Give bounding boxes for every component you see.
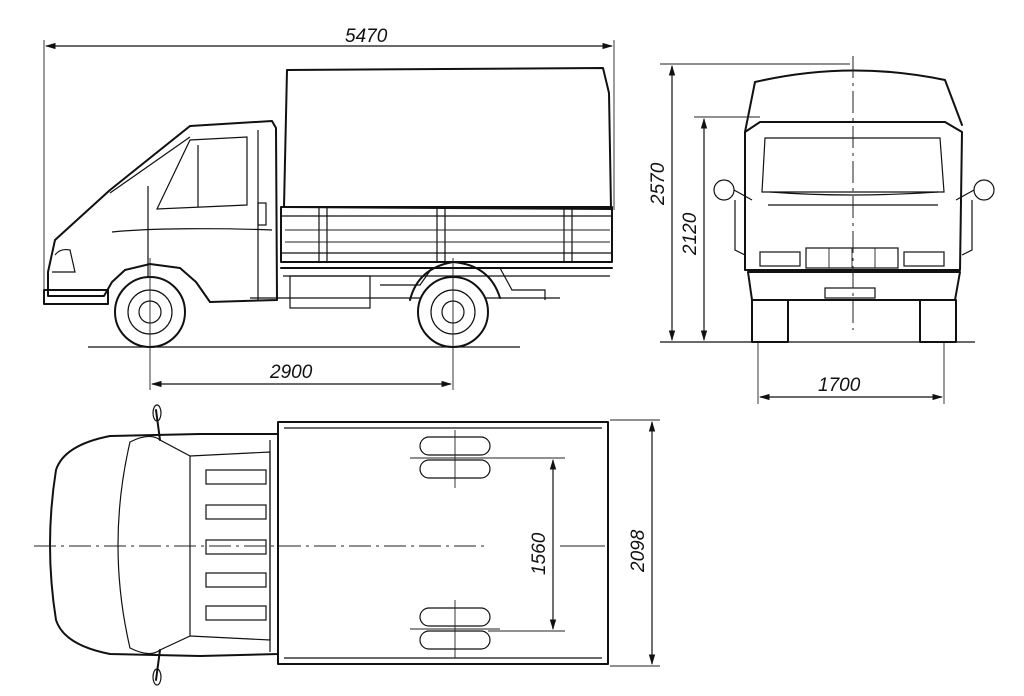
body-inner-width-label: 1560 bbox=[529, 532, 550, 575]
dim-track-width: 1700 bbox=[757, 342, 945, 404]
overall-length-label: 5470 bbox=[345, 26, 388, 47]
cab-height-label: 2120 bbox=[680, 212, 701, 256]
dim-overall-width: 2098 bbox=[610, 419, 660, 667]
wheelbase-label: 2900 bbox=[269, 362, 313, 383]
overall-width-label: 2098 bbox=[628, 529, 649, 573]
side-view bbox=[43, 67, 613, 390]
dim-body-inner-width: 1560 bbox=[488, 457, 565, 632]
dim-cab-height: 2120 bbox=[680, 116, 760, 342]
top-view bbox=[34, 404, 609, 686]
track-width-label: 1700 bbox=[818, 375, 861, 396]
dim-wheelbase: 2900 bbox=[150, 362, 453, 388]
dim-overall-length: 5470 bbox=[43, 26, 615, 300]
overall-height-label: 2570 bbox=[648, 162, 669, 206]
dim-overall-height: 2570 bbox=[648, 63, 850, 342]
front-view bbox=[660, 56, 995, 343]
